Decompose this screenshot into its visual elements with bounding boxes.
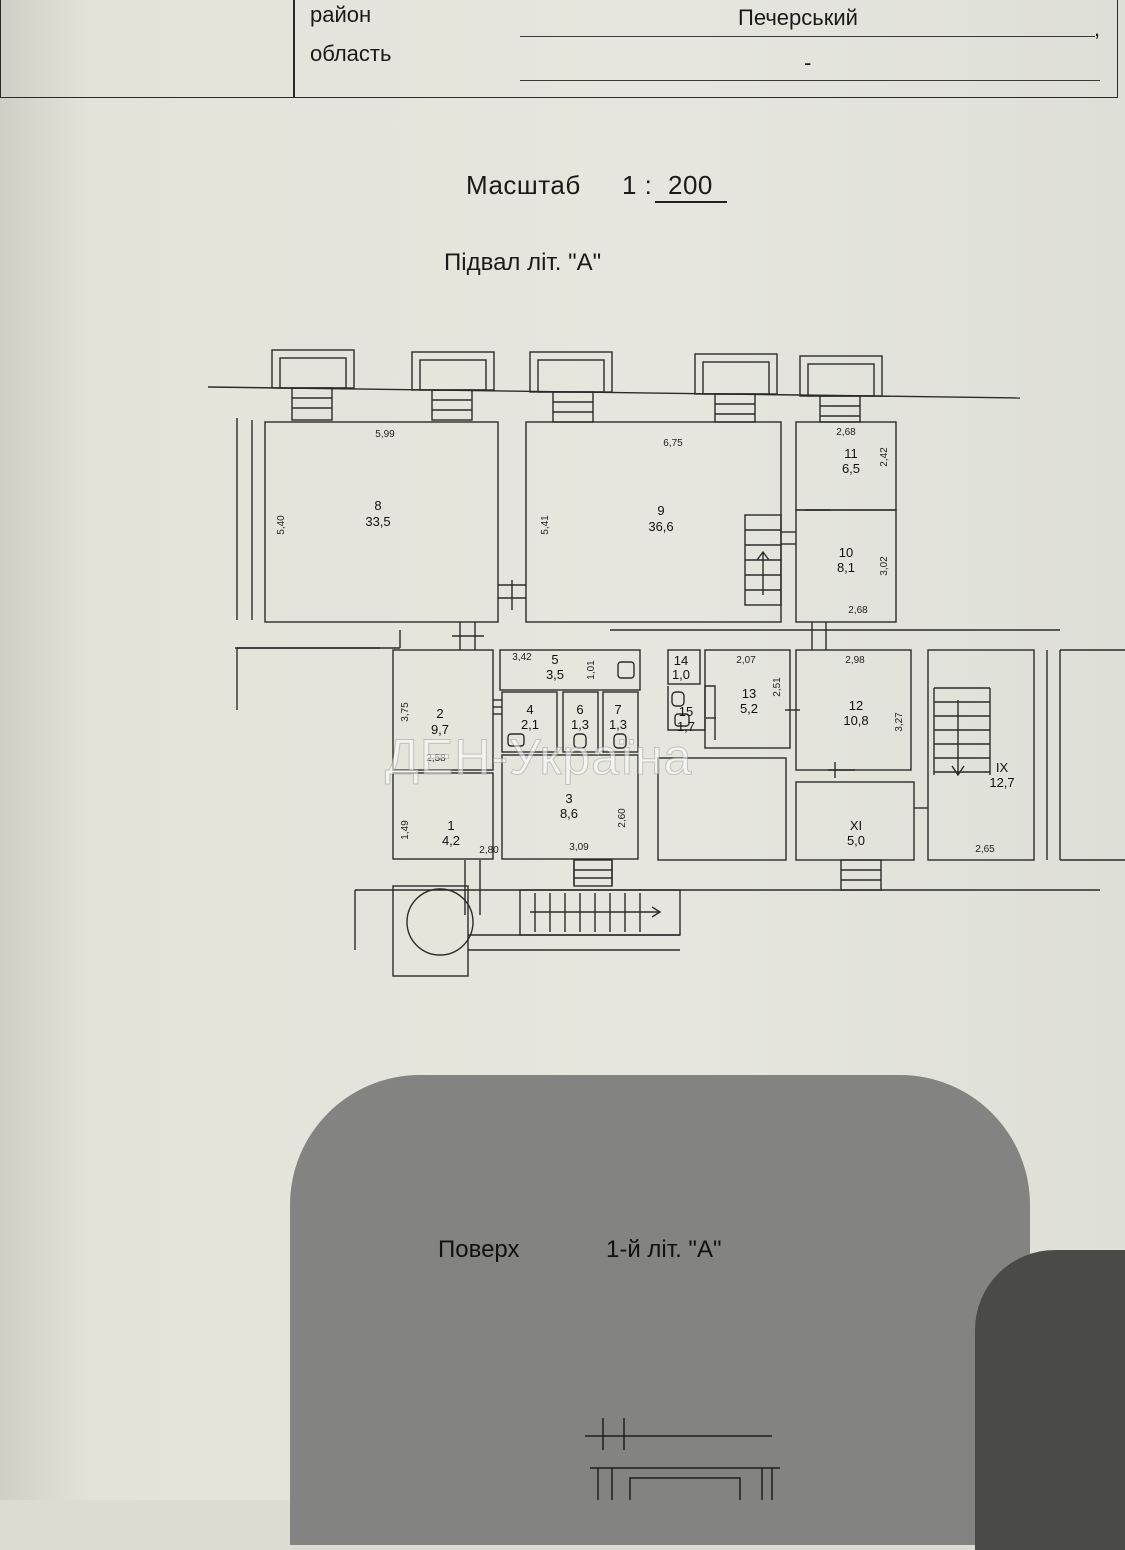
district-value: Печерський [738, 5, 858, 30]
upper-floor-value: 1-й літ. "А" [606, 1236, 722, 1263]
region-value: - [804, 50, 812, 75]
room-12-number: 12 [849, 698, 863, 713]
room-8-area: 33,5 [365, 514, 390, 529]
upper-floor-label: Поверх [438, 1236, 520, 1263]
dim-label: 2,68 [836, 427, 856, 438]
room-4-area: 2,1 [521, 717, 539, 732]
room-14-area: 1,0 [672, 667, 690, 682]
room-8-number: 8 [374, 498, 381, 513]
dim-label: 3,27 [894, 712, 905, 732]
scale-underline [655, 201, 727, 203]
room-15-number: 15 [679, 704, 693, 719]
room-14-number: 14 [674, 653, 688, 668]
room-3-number: 3 [565, 791, 572, 806]
room-2-number: 2 [436, 706, 443, 721]
next-plan-fragment [585, 1418, 780, 1500]
dim-label: 2,42 [879, 447, 890, 467]
room-13-number: 13 [742, 686, 756, 701]
room-9-number: 9 [657, 503, 664, 518]
room-13-area: 5,2 [740, 701, 758, 716]
room-IX-number: IX [996, 760, 1009, 775]
dim-label: 3,75 [400, 702, 411, 722]
dim-label: 5,41 [540, 515, 551, 535]
room-7-area: 1,3 [609, 717, 627, 732]
room-6-number: 6 [576, 702, 583, 717]
dim-label: 3,02 [879, 556, 890, 576]
scale-ratio-left: 1 : [622, 170, 653, 200]
room-9-area: 36,6 [648, 519, 673, 534]
basement-title: Підвал літ. "А" [444, 249, 602, 276]
room-3-area: 8,6 [560, 806, 578, 821]
header-divider [293, 0, 295, 98]
room-11-area: 6,5 [842, 461, 860, 476]
dim-label: 6,75 [663, 438, 683, 449]
district-label: район [310, 2, 372, 27]
room-7-number: 7 [614, 702, 621, 717]
scale-ratio-right: 200 [668, 170, 713, 200]
watermark: ДЕН-Україна [384, 729, 693, 786]
dim-label: 2,07 [736, 655, 756, 666]
room-XI-area: 5,0 [847, 833, 865, 848]
room-XI-number: XI [850, 818, 862, 833]
hand-shadow [290, 1075, 1030, 1545]
dim-label: 3,09 [569, 842, 589, 853]
dim-label: 2,65 [975, 844, 995, 855]
header-table [0, 0, 1118, 98]
region-label: область [310, 41, 392, 66]
dim-label: 2,80 [479, 845, 499, 856]
room-IX-area: 12,7 [989, 775, 1014, 790]
dim-label: 2,58 [426, 753, 446, 764]
room-6-area: 1,3 [571, 717, 589, 732]
dim-label: 2,60 [617, 808, 628, 828]
dim-label: 3,42 [512, 652, 532, 663]
dim-label: 2,68 [848, 605, 868, 616]
basement-floor-plan: 8 33,5 9 36,6 11 6,5 10 8,1 5 3,5 2 9,7 … [207, 349, 1125, 977]
room-5-number: 5 [551, 652, 558, 667]
room-11-number: 11 [844, 446, 858, 461]
room-5-area: 3,5 [546, 667, 564, 682]
scale-label: Масштаб [466, 170, 581, 200]
room-10-number: 10 [839, 545, 853, 560]
dim-label: 2,98 [845, 655, 865, 666]
district-underline [520, 36, 1095, 37]
dim-label: 5,99 [375, 429, 395, 440]
room-15-area: 1,7 [677, 719, 695, 734]
room-12-area: 10,8 [843, 713, 868, 728]
dim-label: 1,49 [400, 820, 411, 840]
dim-label: 5,40 [276, 515, 287, 535]
room-10-area: 8,1 [837, 560, 855, 575]
dim-label: 1,01 [586, 660, 597, 680]
region-underline [520, 80, 1100, 81]
room-2-area: 9,7 [431, 722, 449, 737]
room-1-area: 4,2 [442, 833, 460, 848]
district-comma: , [1094, 16, 1101, 41]
room-4-number: 4 [526, 702, 533, 717]
room-1-number: 1 [447, 818, 454, 833]
dim-label: 2,51 [772, 677, 783, 697]
